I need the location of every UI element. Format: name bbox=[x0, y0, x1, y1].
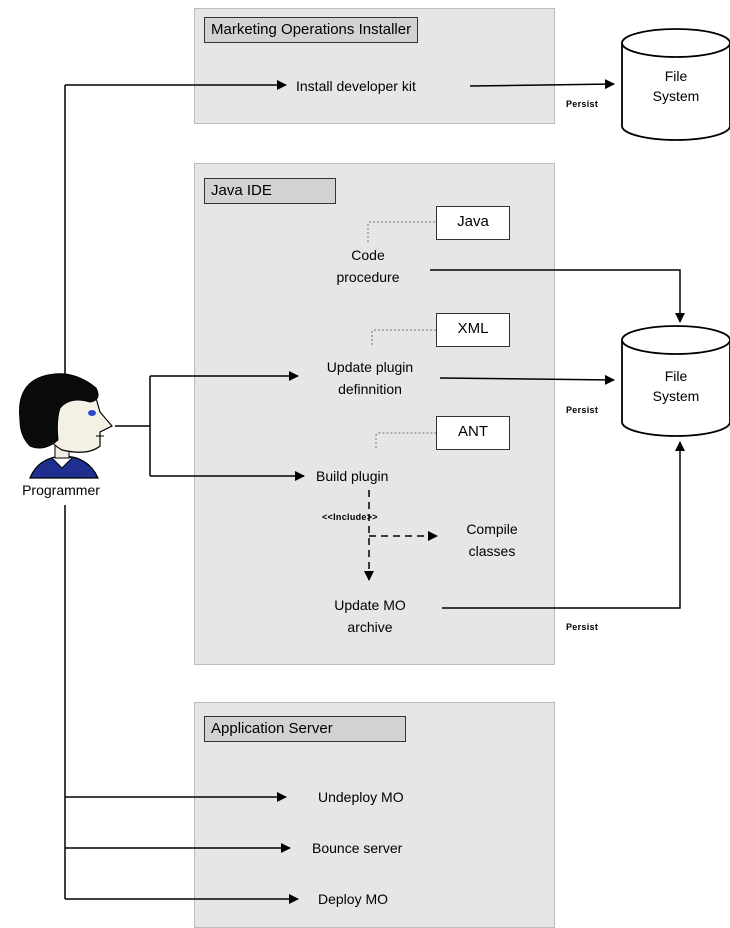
arrow-plugin-persist bbox=[439, 374, 615, 385]
task-bounce-server: Bounce server bbox=[312, 840, 403, 856]
java-ide-panel bbox=[194, 163, 555, 665]
tag-java: Java bbox=[436, 206, 510, 240]
task-code-procedure-line1: Code bbox=[351, 247, 385, 263]
file-system-top-icon bbox=[621, 28, 730, 141]
task-code-procedure-line2: procedure bbox=[336, 269, 400, 285]
arrow-code-persist bbox=[430, 269, 685, 323]
persist-label-top: Persist bbox=[566, 99, 599, 109]
dotted-java-link bbox=[367, 221, 436, 242]
file-system-top-line1: File bbox=[664, 68, 688, 84]
arrow-archive-persist bbox=[442, 441, 685, 609]
task-update-mo-archive: Update MO archive bbox=[310, 594, 430, 638]
arrow-install-persist bbox=[469, 79, 615, 90]
programmer-icon bbox=[19, 373, 113, 479]
app-server-title: Application Server bbox=[204, 716, 406, 742]
file-system-mid-line1: File bbox=[664, 368, 688, 384]
task-undeploy-mo: Undeploy MO bbox=[318, 789, 404, 805]
task-install-kit: Install developer kit bbox=[296, 78, 416, 94]
file-system-top-line2: System bbox=[652, 88, 700, 104]
task-compile-line2: classes bbox=[468, 543, 516, 559]
persist-label-bottom: Persist bbox=[566, 622, 599, 632]
dotted-ant-link bbox=[375, 432, 436, 448]
include-stereotype: <<Include>> bbox=[322, 512, 378, 522]
file-system-mid-line2: System bbox=[652, 388, 700, 404]
file-system-top-label: File System bbox=[622, 66, 730, 106]
file-system-mid-label: File System bbox=[622, 366, 730, 406]
task-update-mo-line2: archive bbox=[347, 619, 393, 635]
dotted-xml-link bbox=[371, 329, 436, 345]
programmer-label: Programmer bbox=[22, 482, 100, 498]
task-deploy-mo: Deploy MO bbox=[318, 891, 389, 907]
task-update-plugin-line1: Update plugin bbox=[326, 359, 414, 375]
task-code-procedure: Code procedure bbox=[318, 244, 418, 288]
task-compile-line1: Compile bbox=[466, 521, 518, 537]
task-update-plugin: Update plugin definnition bbox=[305, 356, 435, 400]
file-system-mid-icon bbox=[621, 325, 730, 437]
tag-ant: ANT bbox=[436, 416, 510, 450]
task-update-mo-line1: Update MO bbox=[334, 597, 406, 613]
installer-title: Marketing Operations Installer bbox=[204, 17, 419, 43]
task-compile-classes: Compile classes bbox=[444, 518, 540, 562]
task-build-plugin: Build plugin bbox=[316, 468, 389, 484]
persist-label-mid: Persist bbox=[566, 405, 599, 415]
java-ide-title: Java IDE bbox=[204, 178, 336, 204]
tag-xml: XML bbox=[436, 313, 510, 347]
task-update-plugin-line2: definnition bbox=[338, 381, 402, 397]
